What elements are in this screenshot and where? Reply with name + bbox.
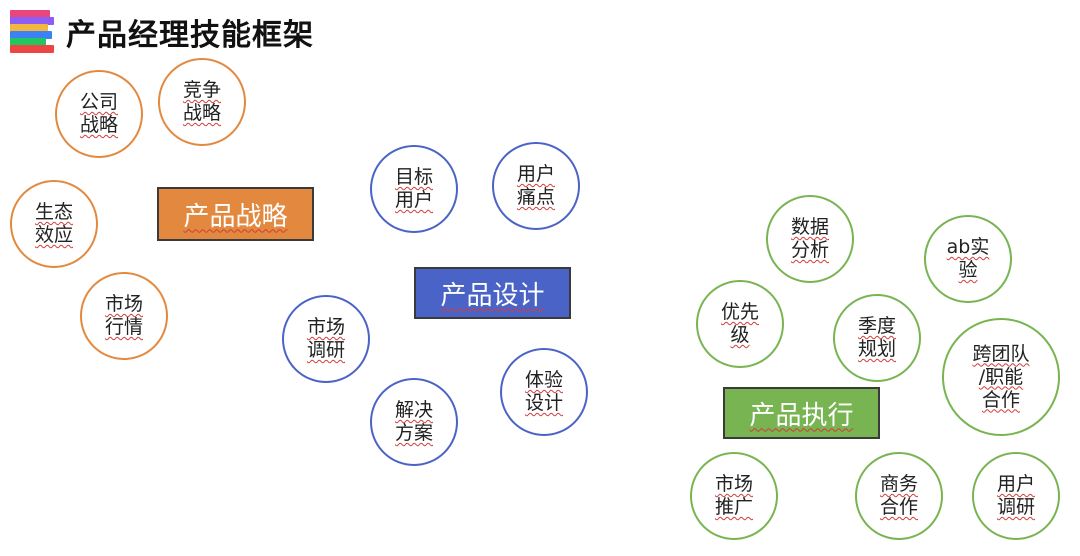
- strategy-item-ecosystem-effect: 生态 效应: [10, 180, 98, 268]
- stack-logo-icon: [10, 10, 56, 54]
- execution-item-business-cooperation: 商务 合作: [855, 452, 943, 540]
- strategy-box: 产品战略: [157, 187, 314, 241]
- execution-item-ab-testing: ab实 验: [924, 215, 1012, 303]
- execution-item-quarterly-planning: 季度 规划: [833, 294, 921, 382]
- header: 产品经理技能框架: [10, 10, 314, 54]
- design-box: 产品设计: [414, 267, 571, 319]
- design-item-market-research: 市场 调研: [282, 295, 370, 383]
- execution-item-marketing: 市场 推广: [690, 452, 778, 540]
- execution-item-cross-team-collaboration: 跨团队 /职能 合作: [942, 318, 1060, 436]
- execution-item-data-analysis: 数据 分析: [766, 195, 854, 283]
- design-item-user-pain-points: 用户 痛点: [492, 142, 580, 230]
- page-title: 产品经理技能框架: [66, 18, 314, 53]
- execution-item-user-research: 用户 调研: [972, 452, 1060, 540]
- design-item-target-users: 目标 用户: [370, 145, 458, 233]
- strategy-item-company-strategy: 公司 战略: [55, 70, 143, 158]
- strategy-item-competitive-strategy: 竞争 战略: [158, 58, 246, 146]
- execution-box: 产品执行: [723, 387, 880, 439]
- design-item-solution: 解决 方案: [370, 378, 458, 466]
- design-item-experience-design: 体验 设计: [500, 348, 588, 436]
- execution-item-priority: 优先 级: [696, 280, 784, 368]
- strategy-item-market-conditions: 市场 行情: [80, 272, 168, 360]
